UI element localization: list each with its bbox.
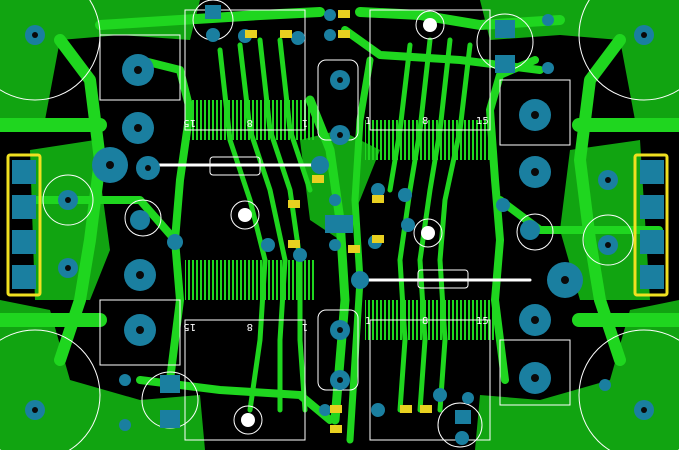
connector-left [6, 153, 42, 297]
ic-bottom-left-pin8: 8 [247, 321, 253, 332]
vias [119, 9, 611, 431]
ic-mid-right-pin1: 1 [365, 116, 371, 127]
smd-resistors [245, 10, 432, 433]
silkscreen-labels: 15 8 1 1 8 15 15 8 1 1 8 15 [183, 116, 488, 332]
ic-top-left-pin8: 8 [247, 117, 253, 128]
ic-bottom-left-pin1: 1 [302, 321, 308, 332]
connectors [6, 153, 669, 297]
drill-holes [32, 18, 647, 427]
ic-pin-traces [185, 100, 495, 340]
ic-bottom-left-pin15: 15 [183, 321, 196, 332]
through-hole-pads [58, 5, 618, 445]
ic-top-left-pin15: 15 [183, 117, 196, 128]
ic-bottom-right-pin15: 15 [476, 316, 489, 327]
ic-mid-right-pin8: 8 [422, 116, 428, 127]
ic-mid-right-pin15: 15 [476, 116, 489, 127]
ic-top-left-pin1: 1 [302, 117, 308, 128]
connector-pads [12, 160, 664, 289]
connector-right [633, 153, 669, 297]
ic-bottom-right-pin8: 8 [422, 316, 428, 327]
ic-bottom-right-pin1: 1 [365, 316, 371, 327]
